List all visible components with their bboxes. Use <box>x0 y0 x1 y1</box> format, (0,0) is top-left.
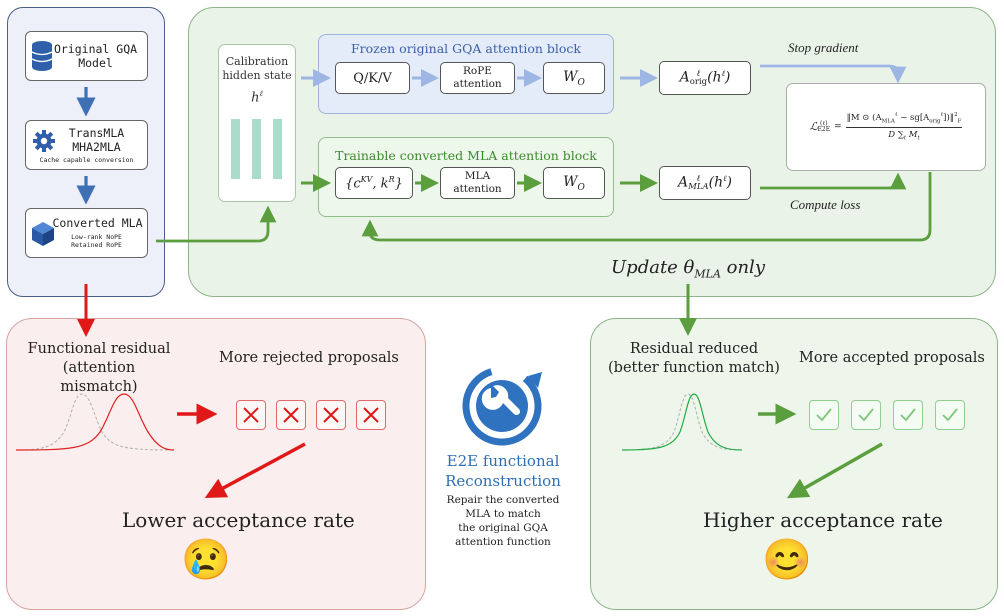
rope-label: RoPE <box>463 64 492 77</box>
transmla-title-line1: TransMLA <box>68 125 125 140</box>
compute-loss-arrow <box>760 172 907 190</box>
functional-residual-line1: Functional residual <box>27 341 171 357</box>
lower-rate-arrow <box>204 442 306 498</box>
calibration-hidden-state-box: Calibration hidden state hℓ <box>218 44 296 202</box>
rejected-proposal-icon <box>276 400 306 430</box>
original-gqa-model-box: Original GQA Model <box>25 31 148 81</box>
wo-frozen-box: WO <box>543 62 605 94</box>
calibration-label-line2: hidden state <box>222 69 292 83</box>
accepted-proposal-icon <box>851 400 881 430</box>
converted-mla-box: Converted MLA Low-rank NoPE Retained RoP… <box>25 208 148 258</box>
original-model-title-line2: Model <box>78 56 113 70</box>
cube-icon <box>32 222 54 246</box>
frozen-block-title: Frozen original GQA attention block <box>350 41 581 56</box>
accepted-proposal-icon <box>935 400 965 430</box>
lower-acceptance-label: Lower acceptance rate <box>122 508 355 532</box>
transmla-subtitle: Cache capable conversion <box>39 155 134 164</box>
ckv-kr-box: {cKV, kR} <box>335 167 413 199</box>
e2e-description: Repair the converted MLA to match the or… <box>433 494 573 549</box>
e2e-title-line1: E2E functional <box>446 452 560 470</box>
converted-mla-title: Converted MLA <box>52 216 143 231</box>
hidden-state-bar <box>252 119 261 179</box>
hidden-state-bar <box>231 119 240 179</box>
rejected-proposal-icon <box>316 400 346 430</box>
original-model-title-line1: Original GQA <box>53 41 138 56</box>
calibration-input-arrow <box>156 205 277 243</box>
stop-gradient-label: Stop gradient <box>788 40 859 55</box>
residual-reduced-panel <box>590 318 998 610</box>
rejected-proposals-label: More rejected proposals <box>219 350 399 366</box>
residual-reduced-line2: (better function match) <box>608 359 780 376</box>
rope-attention-box: RoPE attention <box>440 62 515 94</box>
e2e-desc-line2: MLA to match <box>465 507 541 520</box>
higher-acceptance-label: Higher acceptance rate <box>703 508 943 532</box>
mla-label: MLA <box>464 169 491 182</box>
happy-face-icon: 😊 <box>762 537 812 583</box>
mismatch-curves <box>16 393 174 451</box>
functional-residual-heading: Functional residual (attention mismatch) <box>24 340 174 397</box>
accepted-proposal-icon <box>809 400 839 430</box>
loss-numerator: ‖M ⊙ (AMLAℓ − sg[Aorigℓ])‖2F <box>845 112 963 128</box>
hidden-state-bar <box>273 119 282 179</box>
loss-denominator: D ∑t Mt <box>888 129 920 142</box>
e2e-desc-line4: attention function <box>455 535 551 548</box>
e2e-desc-line3: the original GQA <box>458 521 548 534</box>
functional-residual-panel <box>6 318 426 610</box>
hidden-state-symbol: hℓ <box>251 88 263 105</box>
rejected-proposal-icon <box>356 400 386 430</box>
qkv-box: Q/K/V <box>335 62 410 94</box>
residual-reduced-line1: Residual reduced <box>629 341 759 357</box>
higher-rate-arrow <box>786 442 883 499</box>
functional-residual-line2: (attention mismatch) <box>60 359 138 395</box>
loss-fraction: ‖M ⊙ (AMLAℓ − sg[Aorigℓ])‖2F D ∑t Mt <box>845 112 963 142</box>
mla-attention-label: attention <box>453 183 502 195</box>
stop-gradient-arrow <box>760 64 907 84</box>
e2e-title: E2E functional Reconstruction <box>433 452 573 491</box>
database-icon <box>31 41 53 71</box>
gradient-feedback-arrow <box>361 172 932 242</box>
residual-reduced-heading: Residual reduced (better function match) <box>605 340 783 378</box>
loss-lhs: ℒ (ℓ)E2E = <box>809 119 842 134</box>
accepted-proposals-label: More accepted proposals <box>799 350 985 366</box>
trainable-block-title: Trainable converted MLA attention block <box>335 148 597 163</box>
rejected-proposal-icon <box>236 400 266 430</box>
converted-mla-sub-line2: Retained RoPE <box>71 241 122 250</box>
gear-icon <box>33 130 55 152</box>
mla-attention-box: MLA attention <box>440 167 515 199</box>
update-theta-label: Update θMLA only <box>611 257 765 281</box>
transmla-box: TransMLA MHA2MLA Cache capable conversio… <box>25 120 148 170</box>
wrench-refresh-icon <box>462 366 542 446</box>
compute-loss-label: Compute loss <box>790 197 861 212</box>
converted-mla-sub-line1: Low-rank NoPE <box>71 232 122 241</box>
sad-face-icon: 😢 <box>181 537 231 583</box>
rope-attention-label: attention <box>453 78 502 90</box>
loss-formula-box: ℒ (ℓ)E2E = ‖M ⊙ (AMLAℓ − sg[Aorigℓ])‖2F … <box>786 83 986 171</box>
matched-curves <box>622 393 742 451</box>
calibration-label-line1: Calibration <box>225 55 289 68</box>
e2e-title-line2: Reconstruction <box>445 471 561 490</box>
e2e-desc-line1: Repair the converted <box>446 494 560 506</box>
wo-trainable-box: WO <box>543 167 605 199</box>
accepted-proposal-icon <box>893 400 923 430</box>
transmla-title-line2: MHA2MLA <box>72 140 121 155</box>
